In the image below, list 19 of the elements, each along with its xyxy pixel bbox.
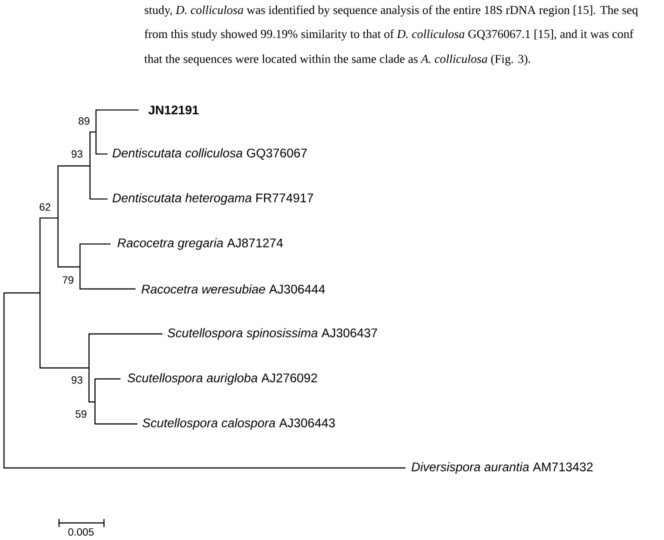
paragraph-line: that the sequences were located within the same clade as A. colliculosa (Fig. 3).: [144, 54, 530, 66]
bootstrap-value: 59: [76, 410, 86, 418]
taxon-label: Racocetra weresubiae AJ306444: [142, 284, 325, 294]
taxon-label: Diversispora aurantia AM713432: [412, 462, 593, 474]
taxon-label: Scutellospora spinosissima AJ306437: [168, 328, 378, 340]
bootstrap-value: 62: [40, 203, 50, 211]
bootstrap-value: 93: [72, 376, 82, 384]
scale-label: 0.005: [68, 528, 94, 536]
taxon-label: Scutellospora calospora AJ306443: [142, 418, 335, 430]
bootstrap-value: 79: [62, 276, 74, 284]
taxon-label: Dentiscutata colliculosa GQ376067: [112, 148, 307, 160]
taxon-label: Racocetra gregaria AJ871274: [118, 238, 283, 250]
bootstrap-value: 93: [72, 150, 82, 158]
taxon-label: JN12191: [148, 106, 199, 114]
paragraph-line: study, D. colliculosa was identified by sequence analysis of the entire 18S rDNA region [15]. The seq: [144, 5, 638, 17]
taxon-label: Scutellospora aurigloba AJ276092: [128, 373, 317, 385]
paragraph-line: from this study showed 99.19% similarity to that of D. colliculosa GQ376067.1 [15], and it was conf: [144, 29, 634, 41]
taxon-label: Dentiscutata heterogama FR774917: [112, 193, 314, 205]
bootstrap-value: 89: [78, 117, 90, 125]
